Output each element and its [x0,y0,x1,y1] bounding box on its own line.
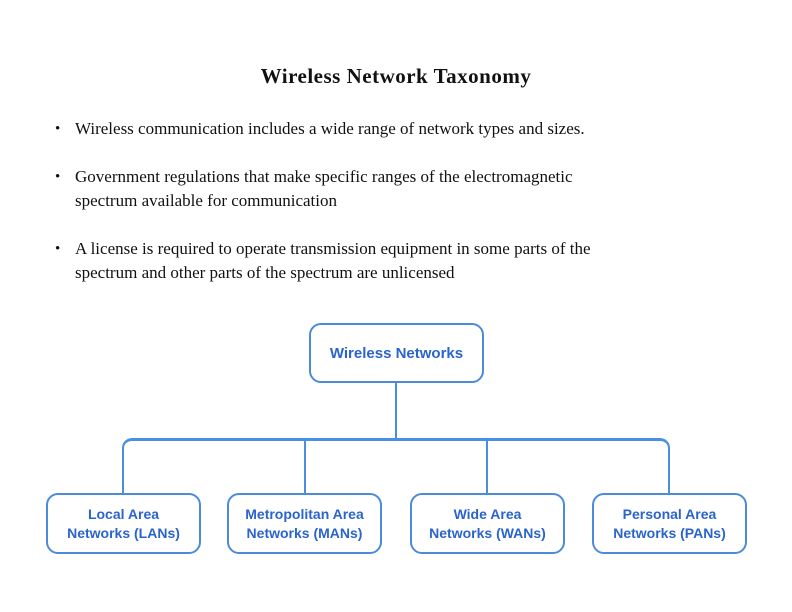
connector-bracket [122,438,670,493]
bullet-text: Wireless communication includes a wide r… [75,119,585,138]
bullet-dot: • [55,241,61,257]
bullet-item: • Government regulations that make speci… [55,165,715,213]
bullet-item: • A license is required to operate trans… [55,237,715,285]
page-title: Wireless Network Taxonomy [260,64,532,88]
bullet-text: A license is required to operate transmi… [75,239,591,282]
diagram-node-wans: Wide Area Networks (WANs) [410,493,565,554]
bullet-dot: • [55,121,61,137]
diagram-node-pans: Personal Area Networks (PANs) [592,493,747,554]
connector-root-stem [395,383,397,440]
bullet-item: • Wireless communication includes a wide… [55,117,715,141]
connector-branch-wans [486,440,488,493]
bullet-text: Government regulations that make specifi… [75,167,573,210]
bullet-dot: • [55,169,61,185]
connector-branch-mans [304,440,306,493]
diagram-node-mans: Metropolitan Area Networks (MANs) [227,493,382,554]
bullet-list: • Wireless communication includes a wide… [55,117,715,309]
diagram-node-lans: Local Area Networks (LANs) [46,493,201,554]
diagram-node-wireless-networks: Wireless Networks [309,323,484,383]
